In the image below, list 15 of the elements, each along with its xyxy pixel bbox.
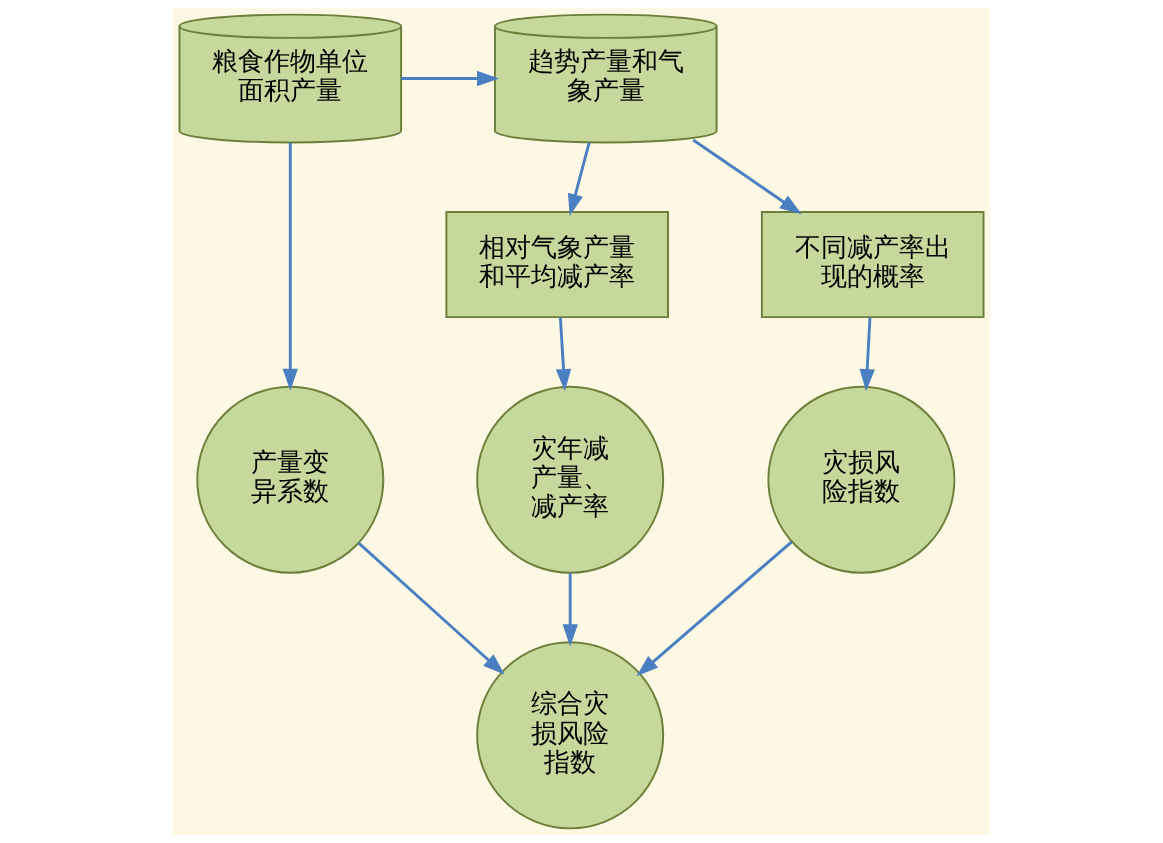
arrow [357,542,505,675]
node-circle: 综合灾损风险指数 [476,641,665,830]
node-box: 相对气象产量和平均减产率 [445,211,669,319]
arrow [401,70,500,87]
arrow [282,142,298,391]
arrow [567,142,591,216]
node-circle: 灾损风险指数 [767,385,956,574]
arrow [859,317,875,392]
node-circle: 灾年减产量、减产率 [476,385,665,574]
arrow [636,540,793,677]
arrow [692,138,802,215]
arrow [555,317,572,392]
node-box: 不同减产率出现的概率 [760,211,985,319]
node-circle: 产量变异系数 [196,385,385,574]
arrow [562,573,578,647]
